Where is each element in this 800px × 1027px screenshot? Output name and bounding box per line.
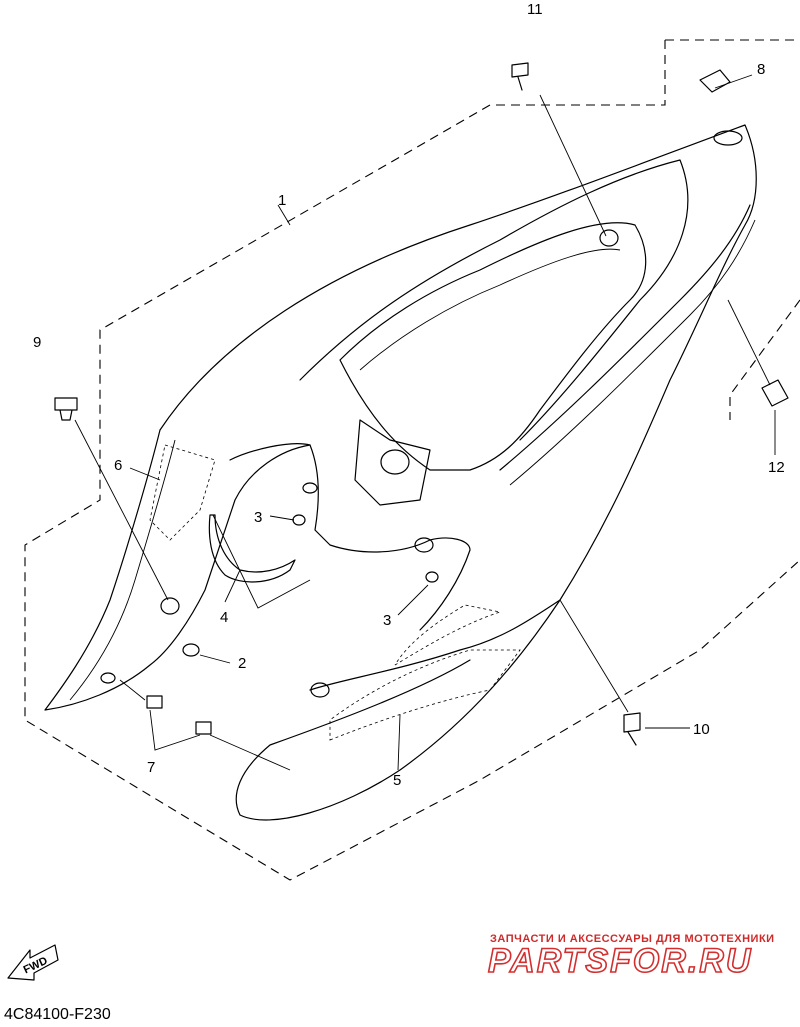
- watermark-logo: PARTSFOR.RU: [487, 941, 753, 981]
- callout-3-right: 3: [383, 612, 391, 629]
- upper-mount-hole: [713, 130, 743, 146]
- mount-boss: [160, 597, 180, 615]
- right-cover-panel-2: [394, 604, 502, 666]
- callout-7: 7: [147, 759, 155, 776]
- tail-light-housing: [354, 419, 431, 506]
- grommet-right-top: [414, 537, 434, 553]
- tail-cowl-lower-rail-2: [509, 219, 756, 486]
- grommet-upper: [302, 482, 318, 494]
- right-side-cover: [309, 599, 561, 691]
- left-side-cover: [44, 429, 311, 711]
- left-cover-panel: [149, 444, 216, 541]
- callout-3-left: 3: [254, 509, 262, 526]
- grommet-part-3-left: [292, 514, 306, 526]
- tail-cowl-lower-rail: [499, 204, 751, 471]
- rivet-part-9: [54, 397, 78, 421]
- grommet-part-3-right: [425, 571, 439, 583]
- callout-9: 9: [33, 334, 41, 351]
- callout-11: 11: [527, 1, 543, 18]
- callout-4: 4: [220, 609, 228, 626]
- callout-1: 1: [278, 192, 286, 209]
- fwd-label: FWD: [22, 955, 50, 976]
- right-cover-panel: [329, 649, 521, 741]
- front-mount-hole: [100, 672, 116, 684]
- seat-opening-inner: [359, 248, 621, 371]
- callout-2: 2: [238, 655, 246, 672]
- assembly-boundary: [24, 39, 800, 881]
- washer-part-2: [182, 643, 200, 657]
- watermark-tagline: ЗАПЧАСТИ И АКСЕССУАРЫ ДЛЯ МОТОТЕХНИКИ: [490, 933, 775, 945]
- tail-light-lens: [380, 449, 410, 475]
- screw-part-10: [623, 712, 641, 746]
- fwd-arrow-icon: FWD: [7, 944, 59, 981]
- clip-part-8: [699, 69, 731, 93]
- nut-part-12: [761, 379, 789, 407]
- plug-part-7a: [146, 695, 163, 709]
- plug-part-7b: [195, 721, 212, 735]
- seat-opening: [339, 222, 647, 471]
- callout-10: 10: [693, 721, 710, 738]
- callout-5: 5: [393, 772, 401, 789]
- grommet-lower: [310, 682, 330, 698]
- bracket-part-4: [208, 514, 296, 583]
- callout-6: 6: [114, 457, 122, 474]
- callout-8: 8: [757, 61, 765, 78]
- callout-12: 12: [768, 459, 785, 476]
- left-side-cover-inner: [69, 439, 176, 701]
- inner-panel: [229, 443, 471, 631]
- leader-lines: [74, 74, 776, 771]
- tail-cowl-inner-edge: [299, 159, 689, 441]
- part-code: 4C84100-F230: [4, 1006, 111, 1023]
- seat-latch-hole: [599, 229, 619, 247]
- bolt-part-11: [511, 62, 529, 91]
- tail-cowl-outline: [159, 124, 757, 821]
